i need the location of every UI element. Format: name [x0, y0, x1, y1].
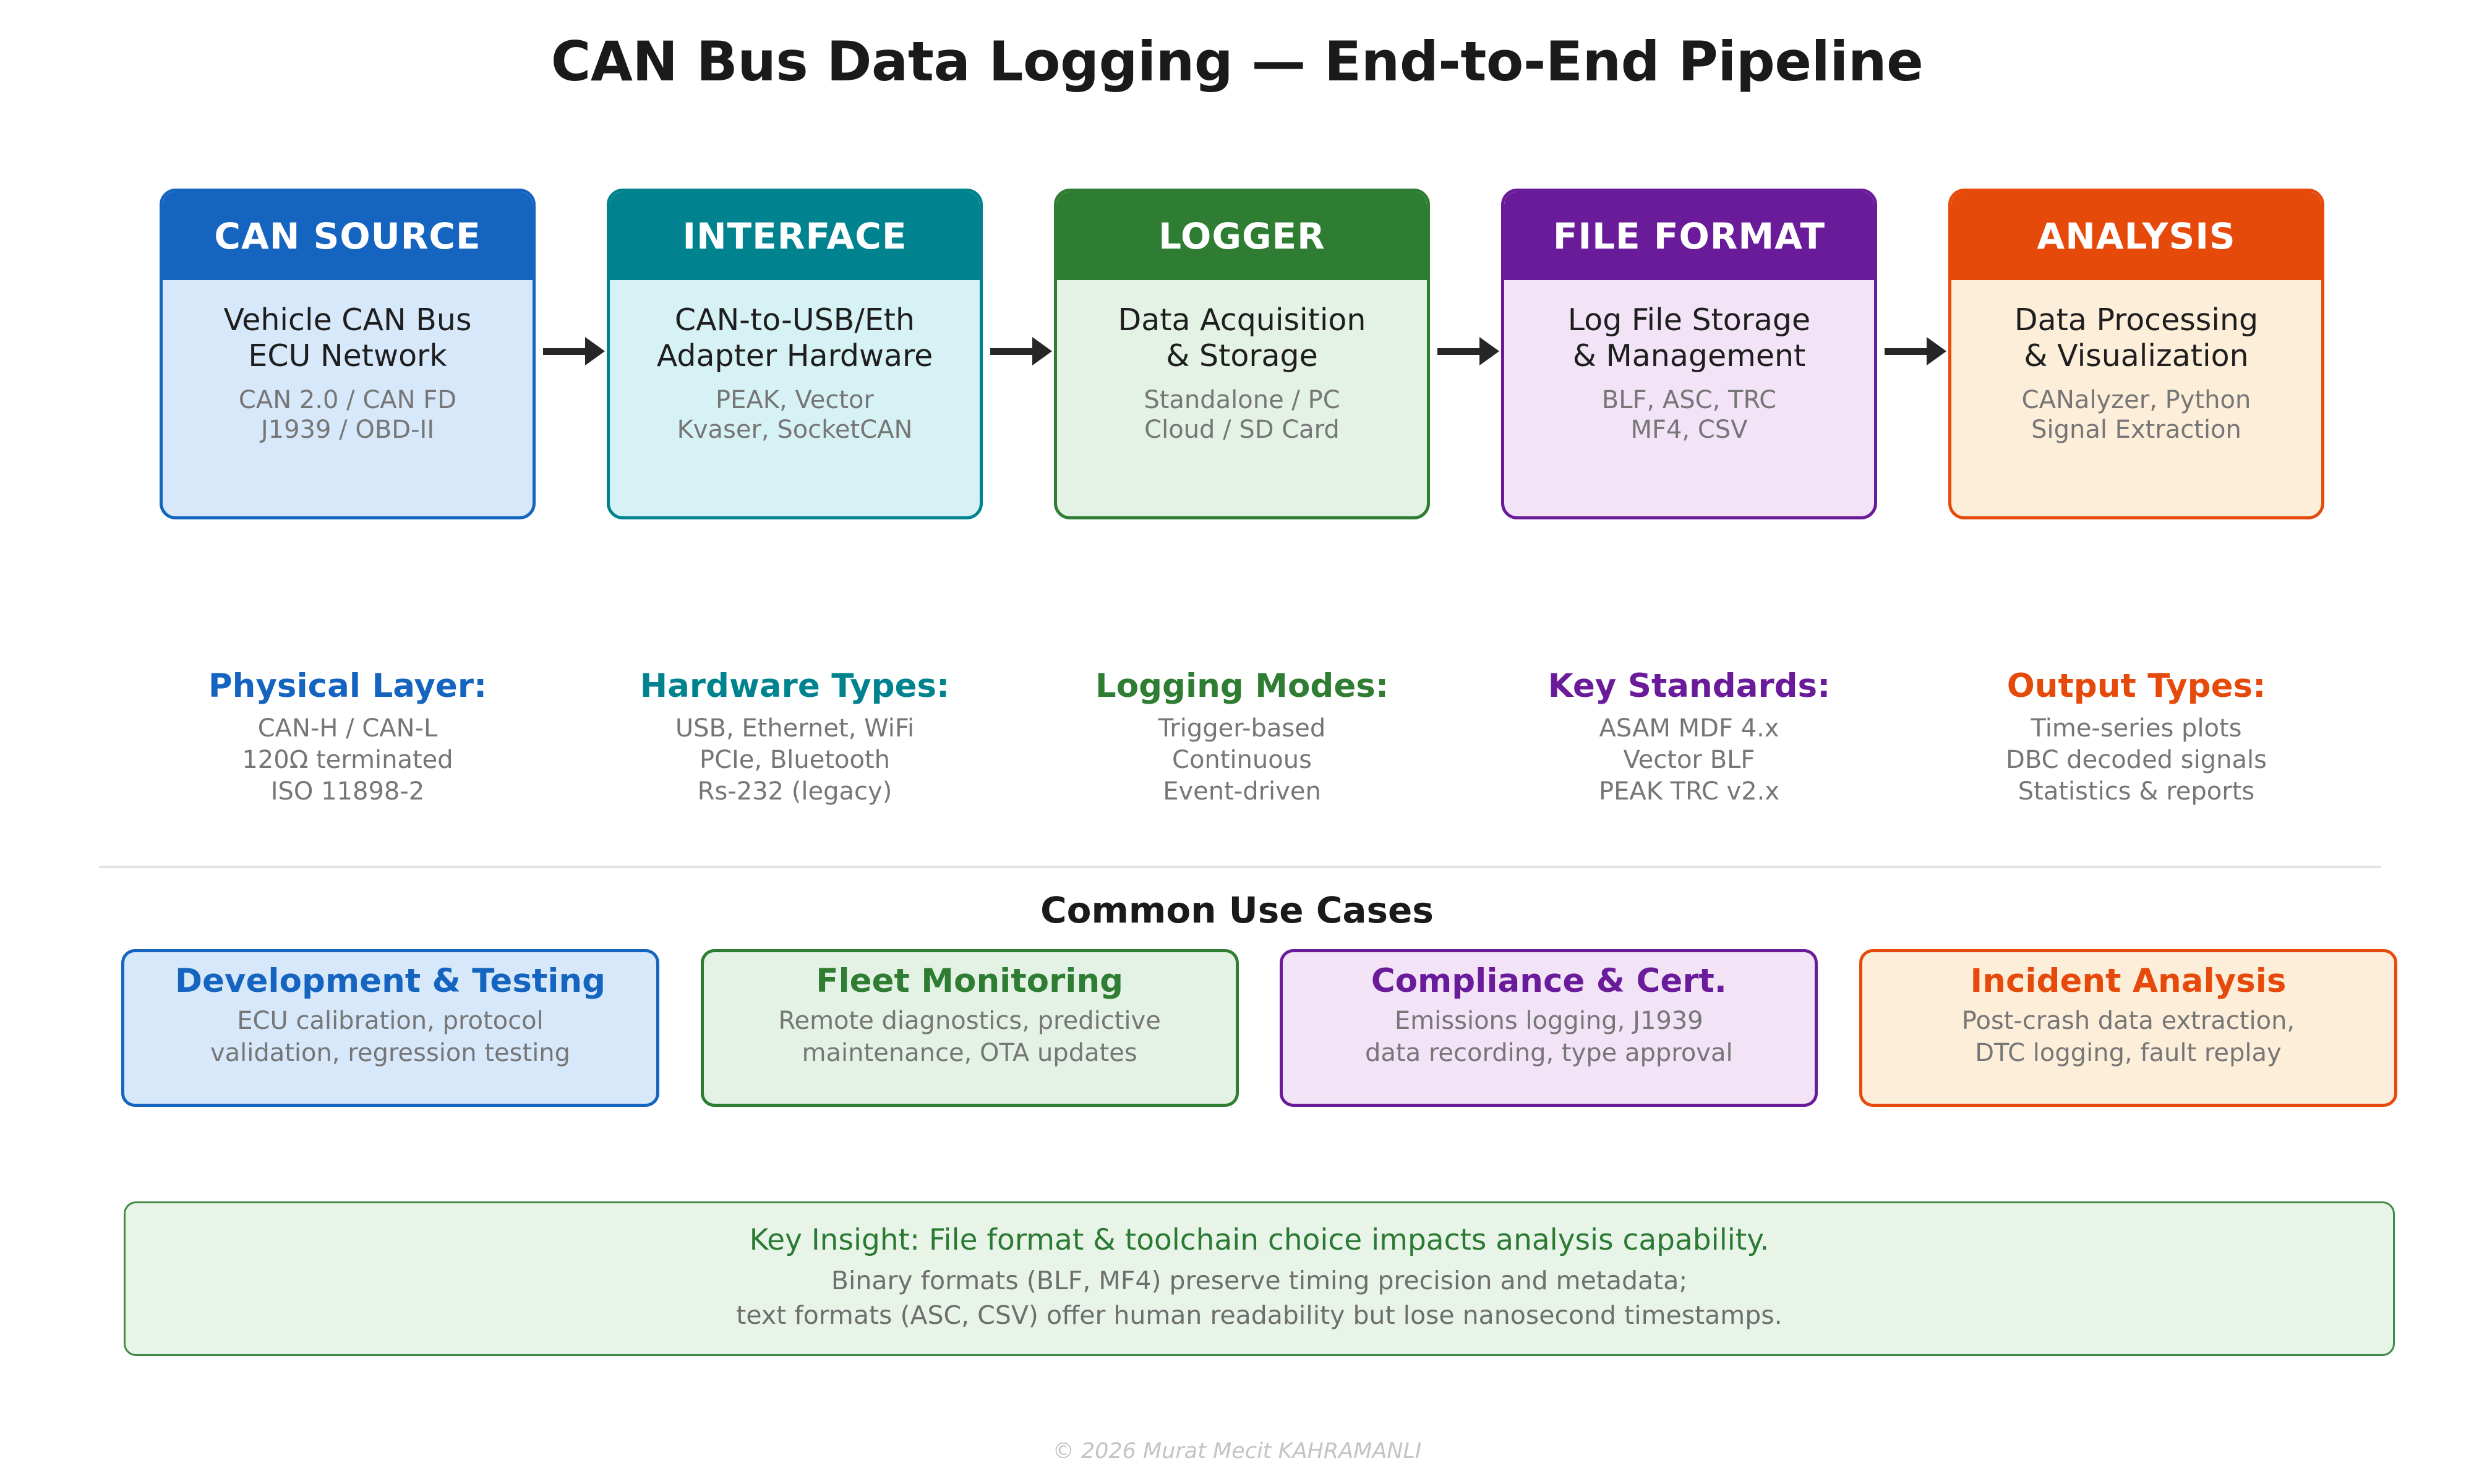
- detail-columns: Physical Layer: CAN-H / CAN-L 120Ω termin…: [160, 667, 2324, 808]
- copyright-footer: © 2026 Murat Mecit KAHRAMANLI: [1052, 1439, 1422, 1464]
- column-spacer: [1430, 668, 1501, 808]
- detail-column-lines: ASAM MDF 4.x Vector BLF PEAK TRC v2.x: [1598, 714, 1780, 806]
- pipeline-stage-sub-text: PEAK, Vector Kvaser, SocketCAN: [677, 385, 913, 444]
- detail-column: Logging Modes: Trigger-based Continuous E…: [1054, 667, 1430, 808]
- detail-column: Physical Layer: CAN-H / CAN-L 120Ω termin…: [160, 667, 536, 808]
- pipeline-stage-main-text: Vehicle CAN Bus ECU Network: [223, 302, 472, 373]
- detail-column-title: Logging Modes:: [1095, 667, 1389, 705]
- pipeline-stage-main-text: Data Acquisition & Storage: [1118, 302, 1366, 373]
- section-divider: [99, 866, 2381, 868]
- detail-column-title: Key Standards:: [1547, 667, 1831, 705]
- detail-column-lines: CAN-H / CAN-L 120Ω terminated ISO 11898-…: [242, 714, 453, 806]
- pipeline-stage-sub-text: BLF, ASC, TRC MF4, CSV: [1601, 385, 1777, 444]
- column-spacer: [1877, 668, 1948, 808]
- use-case-description: Emissions logging, J1939 data recording,…: [1365, 1006, 1733, 1067]
- key-insight-panel: Key Insight: File format & toolchain cho…: [124, 1201, 2395, 1356]
- pipeline-stage-sub-text: CANalyzer, Python Signal Extraction: [2021, 385, 2251, 444]
- arrow-shaft: [1437, 348, 1483, 355]
- detail-column: Hardware Types: USB, Ethernet, WiFi PCIe,…: [607, 667, 983, 808]
- pipeline-stage-sub-text: Standalone / PC Cloud / SD Card: [1144, 385, 1340, 444]
- column-spacer: [983, 668, 1054, 808]
- detail-column-title: Physical Layer:: [208, 667, 487, 705]
- pipeline-stage-header: FILE FORMAT: [1504, 192, 1874, 280]
- arrow-head: [1479, 337, 1499, 365]
- page-title: CAN Bus Data Logging — End-to-End Pipeli…: [550, 30, 1924, 93]
- use-case-title: Compliance & Cert.: [1371, 962, 1727, 1000]
- detail-column-lines: Time-series plots DBC decoded signals St…: [2006, 714, 2267, 806]
- flow-arrow-icon: [983, 189, 1054, 519]
- arrow-shaft: [990, 348, 1036, 355]
- use-case-card[interactable]: Compliance & Cert. Emissions logging, J19…: [1280, 949, 1818, 1107]
- key-insight-body: Binary formats (BLF, MF4) preserve timin…: [736, 1266, 1783, 1330]
- arrow-head: [1927, 337, 1946, 365]
- detail-column-title: Output Types:: [2006, 667, 2266, 705]
- detail-column-lines: USB, Ethernet, WiFi PCIe, Bluetooth Rs-2…: [675, 714, 915, 806]
- use-case-title: Fleet Monitoring: [816, 962, 1124, 1000]
- detail-column: Key Standards: ASAM MDF 4.x Vector BLF PE…: [1501, 667, 1877, 808]
- flow-arrow-icon: [1877, 189, 1948, 519]
- arrow-shaft: [543, 348, 589, 355]
- pipeline-stage-main-text: CAN-to-USB/Eth Adapter Hardware: [656, 302, 933, 373]
- pipeline-stage-main-text: Log File Storage & Management: [1567, 302, 1811, 373]
- flow-arrow-icon: [1430, 189, 1501, 519]
- pipeline-stage-header: ANALYSIS: [1951, 192, 2321, 280]
- detail-column-title: Hardware Types:: [640, 667, 950, 705]
- arrow-head: [585, 337, 605, 365]
- use-case-description: Post-crash data extraction, DTC logging,…: [1961, 1006, 2295, 1067]
- use-case-description: ECU calibration, protocol validation, re…: [210, 1006, 571, 1067]
- use-case-description: Remote diagnostics, predictive maintenan…: [778, 1006, 1161, 1067]
- use-case-title: Incident Analysis: [1970, 962, 2287, 1000]
- use-case-title: Development & Testing: [174, 962, 606, 1000]
- pipeline-stage-header: LOGGER: [1057, 192, 1427, 280]
- key-insight-headline: Key Insight: File format & toolchain cho…: [749, 1223, 1770, 1257]
- pipeline-stage-sub-text: CAN 2.0 / CAN FD J1939 / OBD-II: [238, 385, 457, 444]
- flow-arrow-icon: [536, 189, 607, 519]
- pipeline-stage-header: INTERFACE: [610, 192, 980, 280]
- column-spacer: [536, 668, 607, 808]
- arrow-head: [1032, 337, 1052, 365]
- use-cases-heading: Common Use Cases: [1040, 889, 1434, 931]
- arrow-shaft: [1885, 348, 1930, 355]
- detail-column-lines: Trigger-based Continuous Event-driven: [1158, 714, 1326, 806]
- pipeline-stage-main-text: Data Processing & Visualization: [2014, 302, 2259, 373]
- detail-column: Output Types: Time-series plots DBC decod…: [1948, 667, 2324, 808]
- pipeline-stage-header: CAN SOURCE: [163, 192, 533, 280]
